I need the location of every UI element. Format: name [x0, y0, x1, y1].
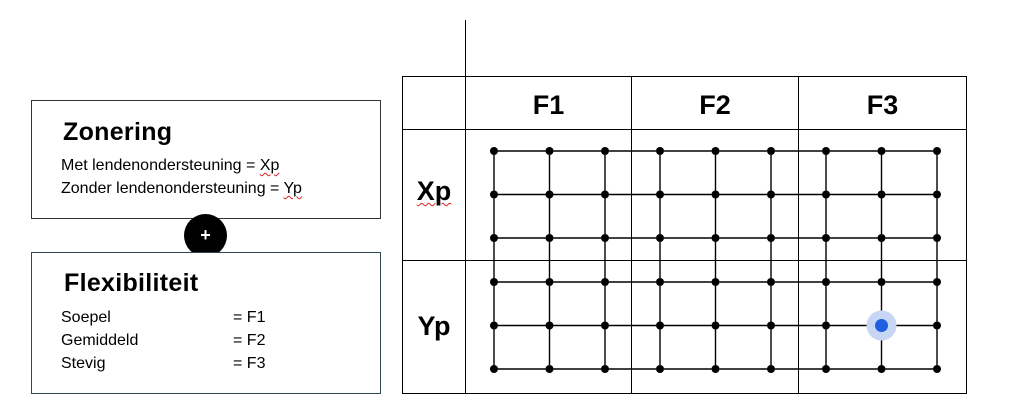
dot-grid: [490, 147, 941, 373]
grid-dot: [656, 321, 664, 330]
grid-dot: [933, 147, 941, 155]
grid-dot: [656, 278, 664, 286]
grid-dot: [711, 190, 720, 199]
grid-dot: [711, 147, 720, 155]
grid-dot: [711, 234, 720, 242]
grid-dot: [656, 147, 664, 155]
grid-dot: [877, 147, 886, 155]
plus-icon: +: [184, 214, 227, 257]
grid-dot: [490, 190, 498, 199]
grid-dot: [656, 365, 664, 373]
zonering-box: Zonering Met lendenondersteuning = Xp Zo…: [31, 100, 381, 219]
grid-dot: [711, 365, 720, 373]
matrix-col-f3: F3: [866, 90, 899, 120]
grid-dot: [601, 190, 609, 199]
flex-label-soepel: Soepel: [61, 309, 111, 326]
grid-dot: [822, 147, 830, 155]
zonering-code-yp: Yp: [283, 180, 302, 197]
grid-dot: [545, 365, 554, 373]
grid-dot: [545, 190, 554, 199]
zonering-row-xp: Met lendenondersteuning = Xp: [61, 157, 280, 174]
grid-dot: [601, 234, 609, 242]
flex-value-soepel: = F1: [233, 309, 266, 326]
flex-value-stevig: = F3: [233, 355, 266, 372]
grid-dot: [933, 234, 941, 242]
grid-dot: [656, 234, 664, 242]
flex-label-gemiddeld: Gemiddeld: [61, 332, 139, 349]
grid-dot: [933, 365, 941, 373]
zonering-title: Zonering: [63, 118, 173, 146]
grid-dot: [933, 278, 941, 286]
grid-dot: [877, 234, 886, 242]
grid-dot: [601, 365, 609, 373]
grid-dot: [490, 147, 498, 155]
grid-dot: [656, 190, 664, 199]
grid-dot: [490, 321, 498, 330]
grid-dot: [767, 234, 775, 242]
matrix-row-yp: Yp: [417, 311, 451, 341]
grid-dot: [822, 234, 830, 242]
flex-value-gemiddeld: = F2: [233, 332, 266, 349]
grid-dot: [767, 147, 775, 155]
grid-dot: [711, 278, 720, 286]
grid-dot: [545, 147, 554, 155]
grid-dot: [601, 321, 609, 330]
matrix-outer-border: [402, 76, 967, 394]
grid-dot: [767, 321, 775, 330]
flexibiliteit-title: Flexibiliteit: [64, 269, 199, 297]
grid-dot: [822, 278, 830, 286]
matrix-row-xp: Xp: [416, 176, 452, 206]
flex-label-stevig: Stevig: [61, 355, 106, 372]
grid-dot: [545, 234, 554, 242]
grid-dot: [711, 321, 720, 330]
grid-dot: [933, 321, 941, 330]
grid-dot: [822, 190, 830, 199]
zonering-row-yp: Zonder lendenondersteuning = Yp: [61, 180, 302, 197]
grid-dot: [545, 321, 554, 330]
grid-dot: [767, 365, 775, 373]
selected-dot[interactable]: [875, 319, 888, 332]
grid-dot: [877, 190, 886, 199]
grid-dot: [601, 147, 609, 155]
grid-dot: [545, 278, 554, 286]
grid-dot: [601, 278, 609, 286]
grid-dot: [822, 321, 830, 330]
grid-dot: [822, 365, 830, 373]
grid-dot: [490, 234, 498, 242]
grid-dot: [877, 278, 886, 286]
grid-dot: [933, 190, 941, 199]
matrix-col-f2: F2: [699, 90, 731, 120]
zonering-code-xp: Xp: [259, 157, 280, 174]
grid-dot: [490, 278, 498, 286]
matrix-borders: [402, 20, 967, 394]
grid-dot: [877, 365, 886, 373]
flexibiliteit-box: Flexibiliteit Soepel = F1 Gemiddeld = F2…: [31, 252, 381, 394]
grid-dot: [767, 278, 775, 286]
grid-dot: [767, 190, 775, 199]
grid-dot: [490, 365, 498, 373]
matrix-col-f1: F1: [532, 90, 565, 120]
